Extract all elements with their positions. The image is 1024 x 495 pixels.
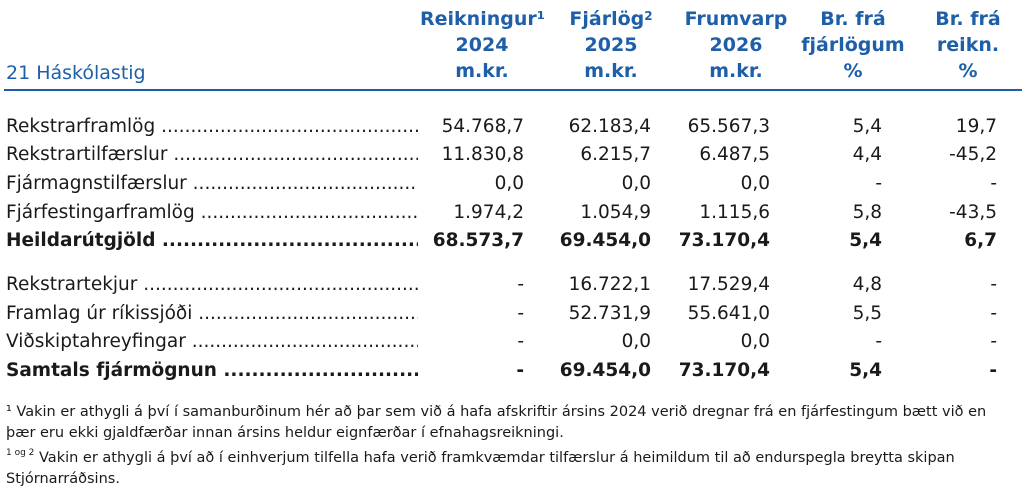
cell: 0,0 — [621, 173, 651, 194]
table-row: Fjárfestingarframlög 1.974,2 1.054,9 1.1… — [0, 199, 1024, 227]
cell: 55.641,0 — [687, 303, 770, 324]
table-row: Rekstrartekjur - 16.722,1 17.529,4 4,8 - — [0, 271, 1024, 299]
cell: 1.974,2 — [453, 202, 524, 223]
cell: - — [875, 331, 882, 352]
cell: - — [517, 331, 524, 352]
row-label: Framlag úr ríkissjóði — [6, 300, 418, 328]
cell: 73.170,4 — [678, 230, 770, 251]
cell: 5,4 — [852, 116, 882, 137]
cell: 52.731,9 — [568, 303, 651, 324]
cell: - — [517, 303, 524, 324]
cell: 5,4 — [849, 360, 882, 381]
cell: 5,8 — [852, 202, 882, 223]
header-rule — [4, 89, 1022, 91]
cell: 6.215,7 — [580, 144, 651, 165]
cell: 5,4 — [849, 230, 882, 251]
cell: 4,4 — [852, 144, 882, 165]
header-br-reikn: Br. frá reikn. % — [935, 8, 1001, 82]
footnote-2-text: Vakin er athygli á því að í einhverjum t… — [6, 450, 955, 487]
cell: 16.722,1 — [568, 274, 651, 295]
cell: 17.529,4 — [687, 274, 770, 295]
row-label: Heildarútgjöld — [6, 227, 418, 255]
section-title: 21 Háskólastig — [6, 62, 146, 84]
footnote-2: 1 og 2 Vakin er athygli á því að í einhv… — [6, 448, 1016, 490]
table-row: Fjármagnstilfærslur 0,0 0,0 0,0 - - — [0, 170, 1024, 198]
cell: - — [875, 173, 882, 194]
cell: 62.183,4 — [568, 116, 651, 137]
cell: 73.170,4 — [678, 360, 770, 381]
cell: 68.573,7 — [432, 230, 524, 251]
cell: 19,7 — [955, 116, 997, 137]
table-row: Rekstrartilfærslur 11.830,8 6.215,7 6.48… — [0, 141, 1024, 169]
cell: 65.567,3 — [687, 116, 770, 137]
cell: 5,5 — [852, 303, 882, 324]
cell: - — [990, 173, 997, 194]
cell: 54.768,7 — [441, 116, 524, 137]
header-reikningur: Reikningur¹ 2024 m.kr. — [420, 8, 546, 82]
cell: -43,5 — [949, 202, 997, 223]
cell: 6.487,5 — [699, 144, 770, 165]
cell: 1.054,9 — [580, 202, 651, 223]
header-fjarlog: Fjárlög2 2025 m.kr. — [569, 8, 653, 82]
cell: 4,8 — [852, 274, 882, 295]
cell: 1.115,6 — [699, 202, 770, 223]
row-label: Rekstrarframlög — [6, 113, 418, 141]
row-label: Viðskiptahreyfingar — [6, 328, 418, 356]
table-row: Viðskiptahreyfingar - 0,0 0,0 - - — [0, 328, 1024, 356]
cell: - — [990, 303, 997, 324]
table-row-total: Samtals fjármögnun - 69.454,0 73.170,4 5… — [0, 357, 1024, 385]
cell: - — [989, 360, 997, 381]
cell: 11.830,8 — [441, 144, 524, 165]
cell: 0,0 — [621, 331, 651, 352]
cell: - — [990, 274, 997, 295]
cell: 0,0 — [494, 173, 524, 194]
cell: - — [516, 360, 524, 381]
cell: -45,2 — [949, 144, 997, 165]
header-frumvarp: Frumvarp 2026 m.kr. — [684, 8, 788, 82]
row-label: Rekstrartilfærslur — [6, 141, 418, 169]
row-label: Samtals fjármögnun — [6, 357, 418, 385]
cell: 69.454,0 — [559, 360, 651, 381]
footnote-1: ¹ Vakin er athygli á því í samanburðinum… — [6, 404, 987, 441]
table-row: Rekstrarframlög 54.768,7 62.183,4 65.567… — [0, 113, 1024, 141]
cell: 0,0 — [740, 173, 770, 194]
footnote-2-marker: 1 og 2 — [6, 448, 35, 458]
row-label: Fjármagnstilfærslur — [6, 170, 418, 198]
row-label: Rekstrartekjur — [6, 271, 418, 299]
cell: - — [517, 274, 524, 295]
cell: 6,7 — [964, 230, 997, 251]
header-br-fjarlogum: Br. frá fjárlögum % — [801, 8, 905, 82]
table-row: Framlag úr ríkissjóði - 52.731,9 55.641,… — [0, 300, 1024, 328]
cell: 0,0 — [740, 331, 770, 352]
cell: 69.454,0 — [559, 230, 651, 251]
table-row-total: Heildarútgjöld 68.573,7 69.454,0 73.170,… — [0, 227, 1024, 255]
cell: - — [990, 331, 997, 352]
row-label: Fjárfestingarframlög — [6, 199, 418, 227]
